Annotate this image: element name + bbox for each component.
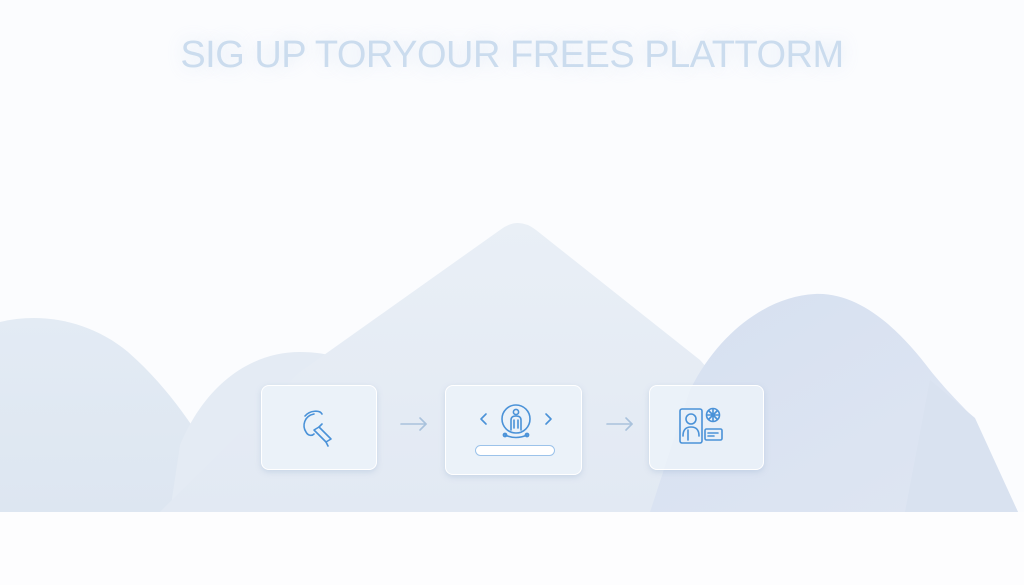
arrow-right-icon <box>400 417 427 431</box>
arrow-right-icon <box>606 417 633 431</box>
mountain-right-slope <box>905 380 1018 512</box>
name-input-bar[interactable] <box>475 445 555 456</box>
page-title: SIG UP TORYOUR FREES PLATTORM <box>180 34 844 76</box>
signature-pen-icon <box>303 410 332 447</box>
hill-left <box>0 317 215 512</box>
step-card-dashboard[interactable] <box>649 385 764 470</box>
step-card-profile[interactable] <box>445 385 582 475</box>
ground <box>0 512 1024 585</box>
user-dashboard-icon <box>679 407 723 444</box>
user-profile-carousel-icon <box>480 404 552 439</box>
step-card-sign[interactable] <box>261 385 377 470</box>
